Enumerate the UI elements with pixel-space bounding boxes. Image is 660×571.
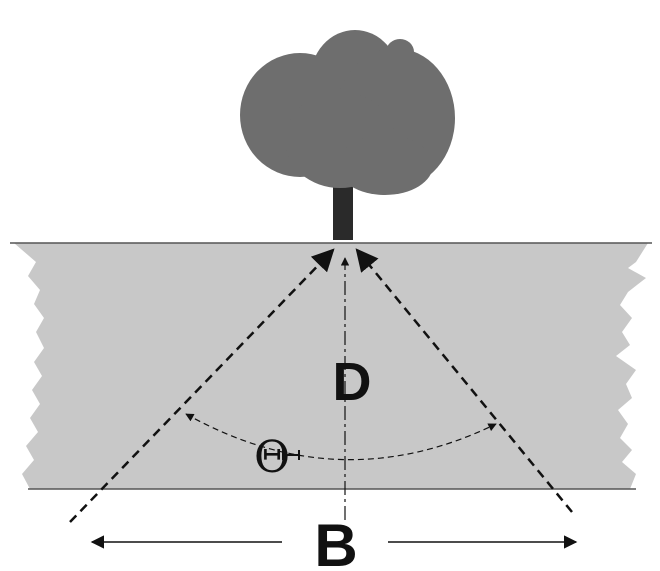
- distance-label: D: [333, 352, 372, 412]
- right-sight-line: [355, 248, 573, 513]
- angle-arc: [185, 413, 497, 461]
- angle-tick: [282, 450, 300, 460]
- angle-label: Θ: [254, 432, 290, 483]
- tree-icon: [240, 30, 455, 240]
- left-sight-line: [69, 248, 335, 523]
- baseline-label: B: [314, 512, 357, 571]
- river-band: [14, 243, 648, 489]
- tree-canopy: [240, 30, 455, 195]
